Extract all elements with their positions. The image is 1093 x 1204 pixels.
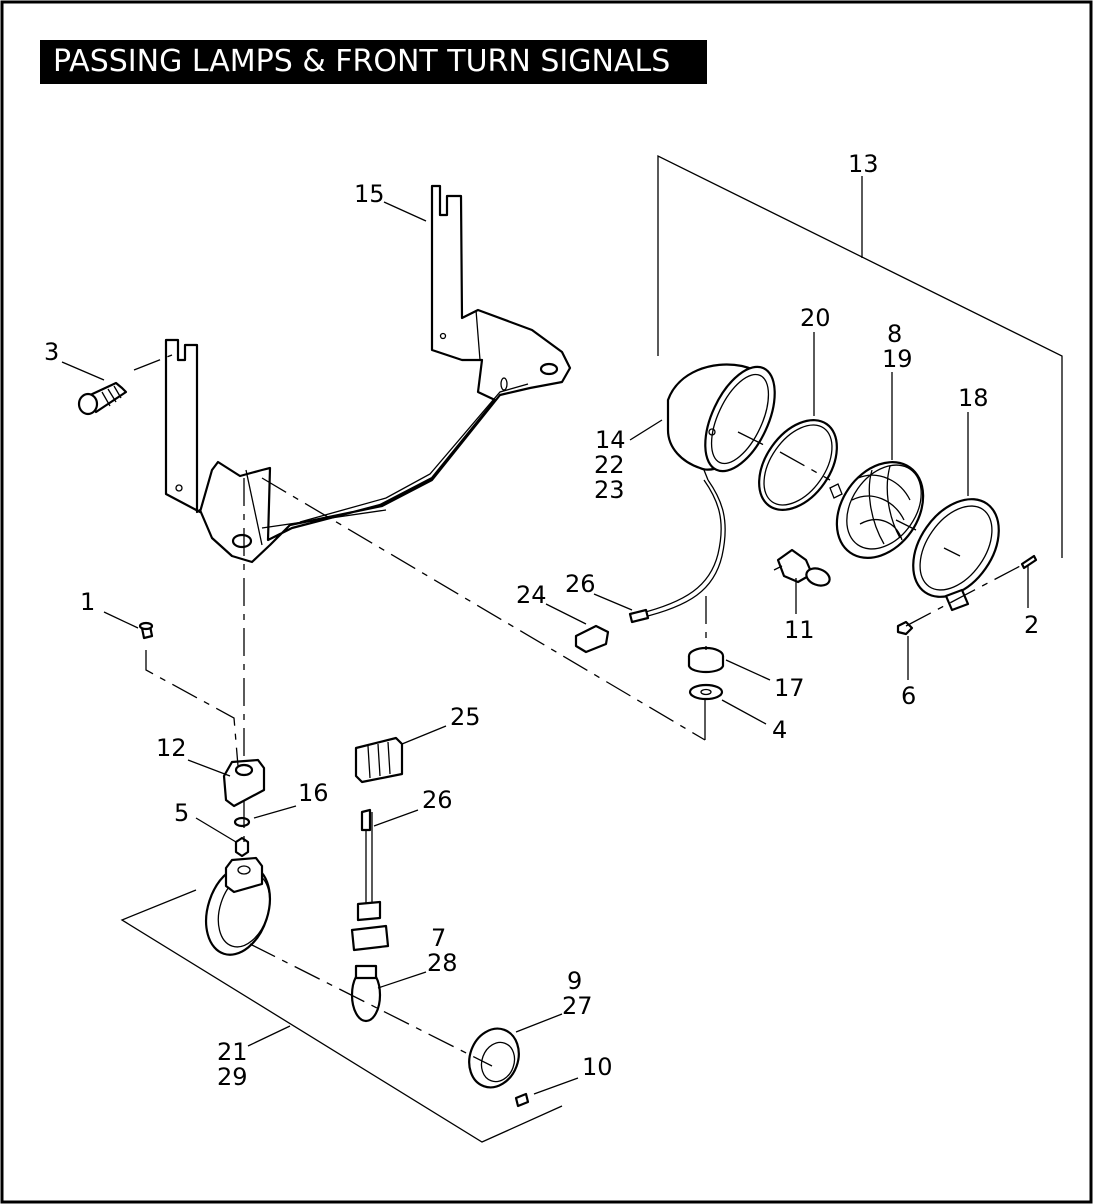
alignment-lines (133, 354, 1025, 1067)
callout-4: 4 (772, 716, 787, 744)
trim-ring (912, 498, 1000, 612)
callout-19: 19 (882, 345, 913, 373)
callout-17: 17 (774, 674, 805, 702)
callout-23: 23 (594, 476, 625, 504)
callout-24: 24 (516, 581, 547, 609)
callout-3: 3 (44, 338, 59, 366)
callout-10: 10 (582, 1053, 613, 1081)
callout-21: 21 (217, 1038, 248, 1066)
callout-8: 8 (887, 320, 902, 348)
callout-16: 16 (298, 779, 329, 807)
callout-5: 5 (174, 799, 189, 827)
callout-27: 27 (562, 992, 593, 1020)
callout-20: 20 (800, 304, 831, 332)
callout-11: 11 (784, 616, 815, 644)
callout-29: 29 (217, 1063, 248, 1091)
leader-lines (61, 176, 1029, 1095)
callout-14: 14 (595, 426, 626, 454)
callout-13: 13 (848, 150, 879, 178)
callout-28: 28 (427, 949, 458, 977)
callout-1: 1 (80, 588, 95, 616)
diagram-title: PASSING LAMPS & FRONT TURN SIGNALS (40, 40, 707, 84)
group-bracket-lines (120, 154, 1063, 1143)
callout-2: 2 (1024, 611, 1039, 639)
mounting-bracket (164, 184, 572, 564)
bulb-socket (350, 808, 390, 1023)
small-hardware (138, 554, 1038, 1108)
connectors (354, 624, 610, 784)
callout-26-upper: 26 (565, 570, 596, 598)
callout-9: 9 (567, 967, 582, 995)
seal-ring (758, 419, 838, 511)
turn-signal-clamp (205, 758, 271, 956)
turn-signal-lens (468, 1027, 520, 1089)
callout-26-lower: 26 (422, 786, 453, 814)
callout-6: 6 (901, 682, 916, 710)
screw-3 (77, 381, 128, 416)
callout-labels: 15 3 13 20 8 19 18 14 22 23 26 24 11 2 6… (44, 150, 1039, 1091)
callout-18: 18 (958, 384, 989, 412)
callout-12: 12 (156, 734, 187, 762)
sealed-beam-lamp (829, 461, 925, 559)
callout-25: 25 (450, 703, 481, 731)
halogen-bulb (773, 548, 831, 587)
callout-7: 7 (431, 924, 446, 952)
callout-15: 15 (354, 180, 385, 208)
passing-lamp-housing (628, 363, 776, 624)
callout-22: 22 (594, 451, 625, 479)
